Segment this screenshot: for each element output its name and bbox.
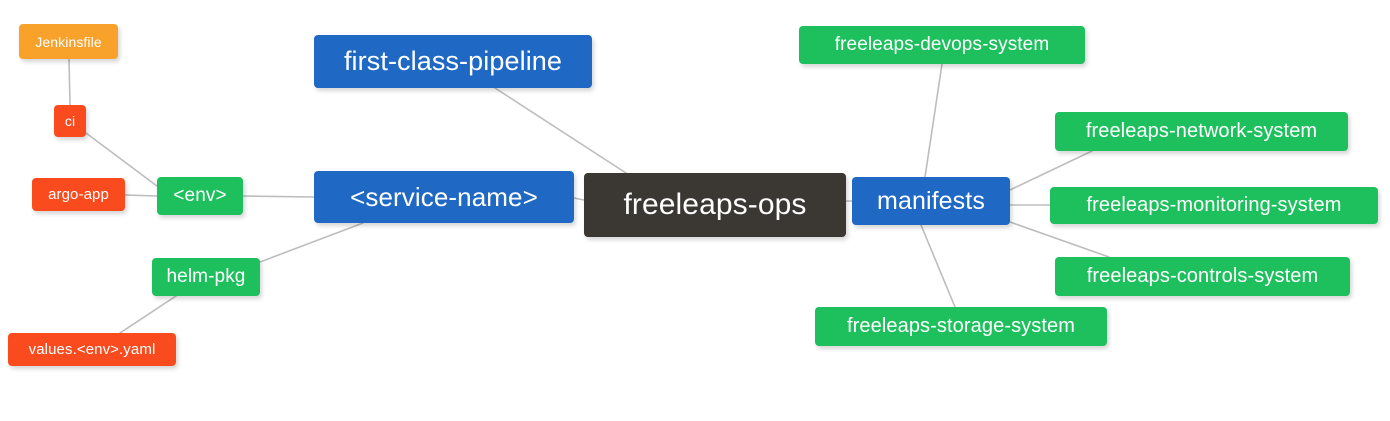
node-argo-app[interactable]: argo-app <box>32 178 125 211</box>
node-first-class-pipeline[interactable]: first-class-pipeline <box>314 35 592 88</box>
edge-env-to-service-name <box>242 195 315 198</box>
edge-manifests-to-freeleaps-storage-system <box>920 224 956 308</box>
node-freeleaps-storage-system[interactable]: freeleaps-storage-system <box>815 307 1107 346</box>
edge-manifests-to-freeleaps-controls-system <box>1009 221 1110 258</box>
node-manifests[interactable]: manifests <box>852 177 1010 225</box>
node-service-name[interactable]: <service-name> <box>314 171 574 223</box>
edge-service-name-to-freeleaps-ops <box>573 197 585 201</box>
node-freeleaps-controls-system[interactable]: freeleaps-controls-system <box>1055 257 1350 296</box>
node-freeleaps-monitoring-system[interactable]: freeleaps-monitoring-system <box>1050 187 1378 224</box>
node-jenkinsfile[interactable]: Jenkinsfile <box>19 24 118 59</box>
edge-helm-pkg-to-values-env-yaml <box>119 295 177 334</box>
edge-jenkinsfile-to-ci <box>68 58 71 106</box>
edge-manifests-to-freeleaps-network-system <box>1009 150 1093 191</box>
node-freeleaps-ops[interactable]: freeleaps-ops <box>584 173 846 237</box>
node-freeleaps-network-system[interactable]: freeleaps-network-system <box>1055 112 1348 151</box>
node-ci[interactable]: ci <box>54 105 86 137</box>
node-freeleaps-devops-system[interactable]: freeleaps-devops-system <box>799 26 1085 64</box>
edge-first-class-pipeline-to-freeleaps-ops <box>494 87 627 174</box>
edge-manifests-to-freeleaps-devops-system <box>924 63 943 178</box>
edge-argo-app-to-env <box>124 194 158 197</box>
node-helm-pkg[interactable]: helm-pkg <box>152 258 260 296</box>
node-values-env-yaml[interactable]: values.<env>.yaml <box>8 333 176 366</box>
edge-service-name-to-helm-pkg <box>259 222 364 263</box>
node-env[interactable]: <env> <box>157 177 243 215</box>
